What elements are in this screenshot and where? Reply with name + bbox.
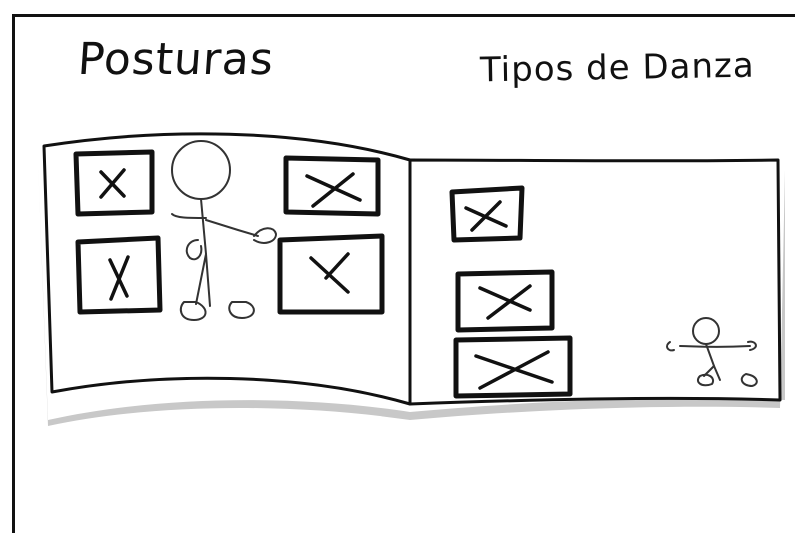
right-crossed-box-2	[455, 269, 555, 333]
left-crossed-box-2	[75, 235, 163, 315]
right-page	[408, 158, 782, 406]
left-crossed-box-3	[283, 155, 381, 217]
stick-figure-small	[666, 317, 758, 387]
right-crossed-box-1	[449, 185, 525, 243]
right-crossed-box-3	[453, 335, 573, 399]
sketch-frame	[12, 14, 795, 533]
left-page	[42, 132, 412, 406]
stick-figure-large	[171, 140, 277, 321]
left-crossed-box-1	[73, 149, 155, 217]
left-crossed-box-4	[277, 233, 385, 315]
